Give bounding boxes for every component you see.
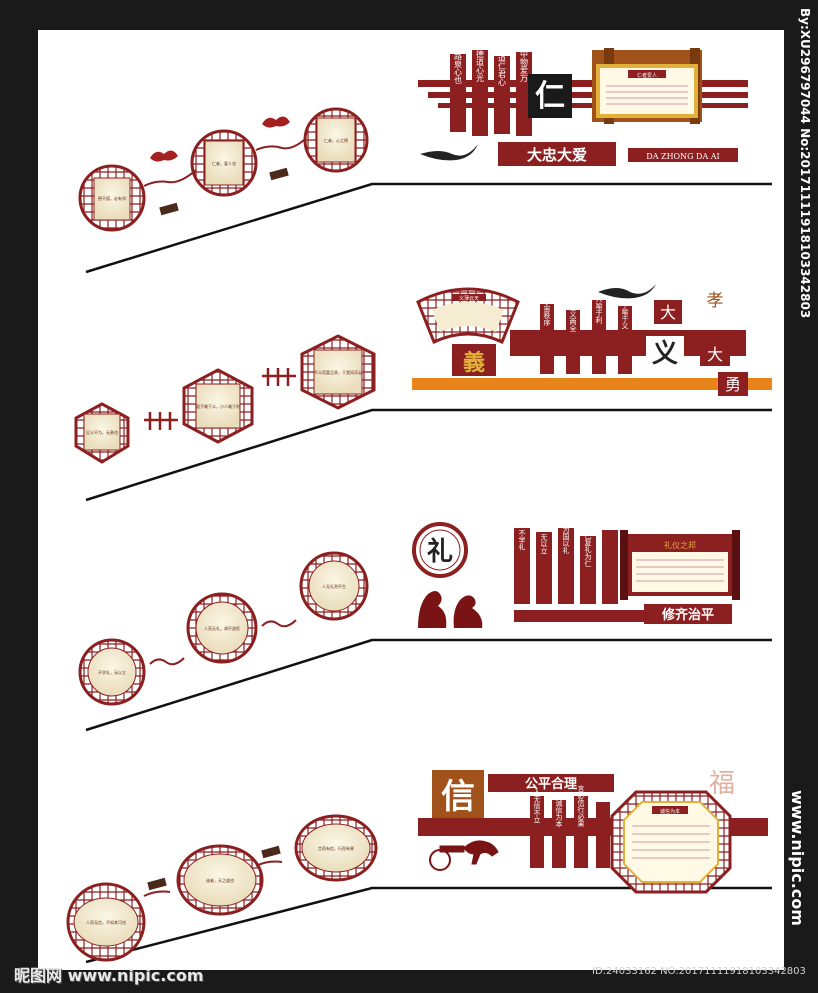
section-li: 不学礼，无以立 人而无礼，胡不遄死 人无礼则不生 礼 [78,522,772,732]
book-icon [159,167,289,216]
side-char-2: 孝 [707,291,724,311]
frame-text-2b: 君子喻于义，小人喻于利 [196,403,240,409]
bowing-figures-icon [418,591,483,628]
pillar-text-1c: 心之道仁君心 [498,38,507,86]
pillars-2: 宇宙秩序 忠义两全 小人喻于利 君子喻于义 [540,288,632,374]
frame-text-3a: 不学礼，无以立 [98,669,126,675]
side-char-4: 勇 [725,375,741,394]
fan-panel-2: 义薄云天 [416,287,520,345]
hex-frame-2b: 君子喻于义，小人喻于利 [182,368,254,444]
side-id-text: By:XU296797044 No:20171111918103342803 [798,8,812,319]
frame-title-4: 诚信为本 [660,808,680,815]
frame-text-1b: 仁者，爱人也 [212,160,236,166]
pillar-text-4b: 以诚信为本 [555,793,563,829]
hex-frame-2a: 见义不为，无勇也 [74,402,130,464]
section-yi: 见义不为，无勇也 君子喻于义，小人喻于利 不义而富且贵，于我如浮云 [74,284,772,502]
pillar-text-4c: 言必信行必果 [577,784,585,828]
section-ren: 德不孤，必有邻 仁者，爱人也 仁者，心之德 [78,33,772,274]
frame-text-2c: 不义而富且贵，于我如浮云 [314,369,362,375]
main-char-box-xin [432,770,484,822]
pillars-4: 人无信不立 以诚信为本 言必信行必果 [530,784,610,868]
pinyin-1: DA ZHONG DA AI [646,152,719,161]
banner-box-1 [498,142,616,166]
side-site-text: www.nipic.com [788,790,807,926]
frame-text-2a: 见义不为，无勇也 [86,429,118,435]
seal-circle-li [412,522,468,578]
scroll-title-3: 礼仪之邦 [664,540,696,550]
cloud-icon [150,116,290,162]
frame-text-1a: 德不孤，必有邻 [98,195,126,201]
octagon-frame-4: 诚信为本 [610,790,732,894]
stair-line-2 [85,408,772,502]
round-frame-1a: 德不孤，必有邻 [78,164,146,232]
frame-text-3b: 人而无礼，胡不遄死 [204,625,240,631]
pillar-text-1d: 亲心中物爱万 [520,33,529,83]
pillar-text-3a: 不学礼 [518,530,526,552]
frame-text-4b: 诚者，天之道也 [206,877,234,883]
pillar-text-4a: 人无信不立 [533,789,541,824]
book-icon-4 [147,845,281,891]
round-frame-4a: 人而无信，不知其可也 [66,882,146,962]
pillar-text-2c: 小人喻于利 [595,288,603,324]
frame-text-1c: 仁者，心之德 [324,137,348,143]
round-frame-1b: 仁者，爱人也 [190,129,258,197]
cloud-swirl-icon [420,144,478,161]
pillar-text-2a: 宇宙秩序 [543,297,551,327]
scroll-3: 礼仪之邦 [620,530,740,600]
main-char-box-ren [528,74,572,118]
frame-text-3c: 人无礼则不生 [322,583,346,589]
pillar-text-1a: 己见路泉心也 [454,36,463,84]
main-char-yi: 义 [652,339,678,369]
main-char-xin: 信 [441,777,475,817]
stair-line-3 [85,638,772,732]
scroll-1: 仁者爱人 [592,48,702,124]
watermark-logo: 昵图网 www.nipic.com [14,966,204,985]
round-frame-1c: 仁者，心之德 [303,107,369,173]
pillar-text-2d: 君子喻于义 [621,295,629,330]
section-xin: 人而无信，不知其可也 诚者，天之道也 言而有信，行而有果 信 公平合理 [66,769,772,964]
frame-text-4a: 人而无信，不知其可也 [86,919,126,925]
pillar-text-2b: 忠义两全 [569,304,577,332]
pillars-1: 己见路泉心也 亲近德道心光 心之道仁君心 亲心中物爱万 [450,33,532,136]
round-frame-3b: 人而无礼，胡不遄死 [186,592,258,664]
scroll-title-1: 仁者爱人 [637,72,657,79]
cloud-icon-3 [149,619,297,666]
round-frame-3c: 人无礼则不生 [299,551,369,621]
pillar-text-1b: 亲近德道心光 [476,33,485,83]
pillar-text-3d: 克己复礼为仁 [584,525,592,568]
banner-4: 公平合理 [525,776,577,792]
secondary-char-yi: 義 [463,350,485,376]
connector-1 [143,139,305,187]
cloud-swirl-icon-2 [598,284,656,299]
frame-text-4c: 言而有信，行而有果 [318,845,354,851]
hex-frame-2c: 不义而富且贵，于我如浮云 [300,334,376,410]
stair-line-1 [85,182,772,274]
pillar-text-3b: 无以立 [540,534,548,555]
round-frame-4c: 言而有信，行而有果 [294,814,378,882]
round-frame-3a: 不学礼，无以立 [78,638,146,706]
chariot-icon [429,840,499,871]
banner-3: 修齐治平 [661,607,714,623]
watermark-id: ID:24033162 NO:20171111918103342803 [592,966,806,977]
side-char-3: 大 [707,345,723,364]
main-char-ren: 仁 [535,79,565,114]
main-char-li: 礼 [427,536,453,567]
lattice-connector-icon [144,368,296,430]
round-frame-4b: 诚者，天之道也 [176,844,264,916]
side-char-1: 大 [660,303,676,322]
seal-char-fu: 福 [709,769,735,799]
fan-title-2: 义薄云天 [459,295,479,302]
pillars-3: 不学礼 无以立 为国以礼 克己复礼为仁 [514,525,618,604]
banner-1: 大忠大爱 [527,146,587,164]
pillar-text-3c: 为国以礼 [562,525,570,555]
